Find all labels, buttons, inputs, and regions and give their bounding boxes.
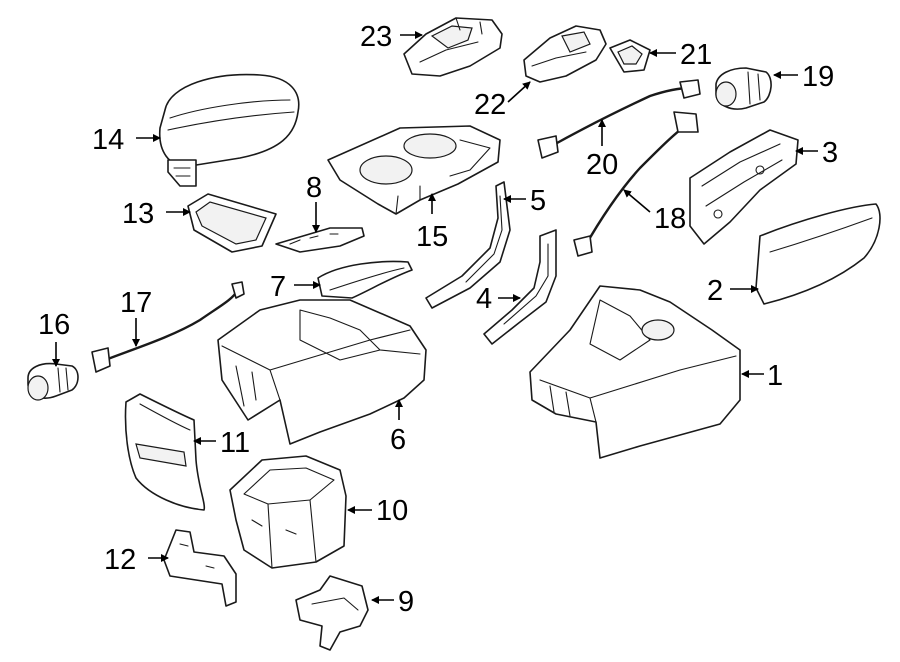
trim-strip-part (275, 227, 365, 253)
callout-17: 17 (120, 287, 152, 319)
callout-11: 11 (220, 427, 250, 459)
callout-14: 14 (92, 124, 124, 156)
callout-1: 1 (767, 360, 783, 392)
cup-holder-tray-part (327, 125, 501, 215)
callout-10: 10 (376, 495, 408, 527)
callout-3: 3 (822, 137, 838, 169)
callout-18: 18 (654, 203, 686, 235)
leader-22 (507, 81, 531, 103)
callout-16: 16 (38, 309, 70, 341)
leader-arrows (52, 31, 818, 604)
callout-7: 7 (270, 271, 286, 303)
callout-5: 5 (530, 185, 546, 217)
callout-8: 8 (306, 172, 322, 204)
bin-box-part (229, 455, 347, 569)
cable-20-part (537, 79, 701, 159)
callout-13: 13 (122, 198, 154, 230)
callout-23: 23 (360, 21, 392, 53)
callout-9: 9 (398, 586, 414, 618)
callout-22: 22 (474, 89, 506, 121)
socket-right-part (715, 67, 772, 110)
socket-left-part (27, 362, 79, 401)
armrest-lid-part (158, 73, 300, 187)
callout-2: 2 (707, 275, 723, 307)
bracket-12-part (163, 529, 237, 607)
callout-6: 6 (390, 424, 406, 456)
switch-assembly-23-part (403, 17, 503, 77)
callout-19: 19 (802, 61, 834, 93)
bracket-9-part (295, 575, 369, 651)
callout-labels: 1 2 3 4 5 6 7 8 9 10 11 12 13 14 15 16 1… (38, 21, 838, 618)
cable-18-part (573, 111, 699, 257)
callout-12: 12 (104, 544, 136, 576)
bezel-part (609, 39, 651, 73)
console-body-right-part (529, 285, 741, 459)
front-panel-part (124, 393, 206, 511)
wire-harness-left-part (91, 281, 245, 373)
callout-15: 15 (416, 221, 448, 253)
console-body-middle-part (217, 299, 427, 445)
trim-strip-curved-part (483, 229, 557, 345)
side-trim-panel-part (755, 203, 881, 305)
callout-4: 4 (476, 283, 492, 315)
trim-panel-part (317, 260, 413, 299)
callout-20: 20 (586, 149, 618, 181)
side-bracket-part (689, 129, 799, 245)
trim-strip-vertical-part (425, 181, 511, 309)
switch-assembly-22-part (523, 25, 607, 83)
storage-tray-part (187, 193, 277, 253)
leader-18 (623, 189, 651, 213)
callout-21: 21 (680, 39, 712, 71)
